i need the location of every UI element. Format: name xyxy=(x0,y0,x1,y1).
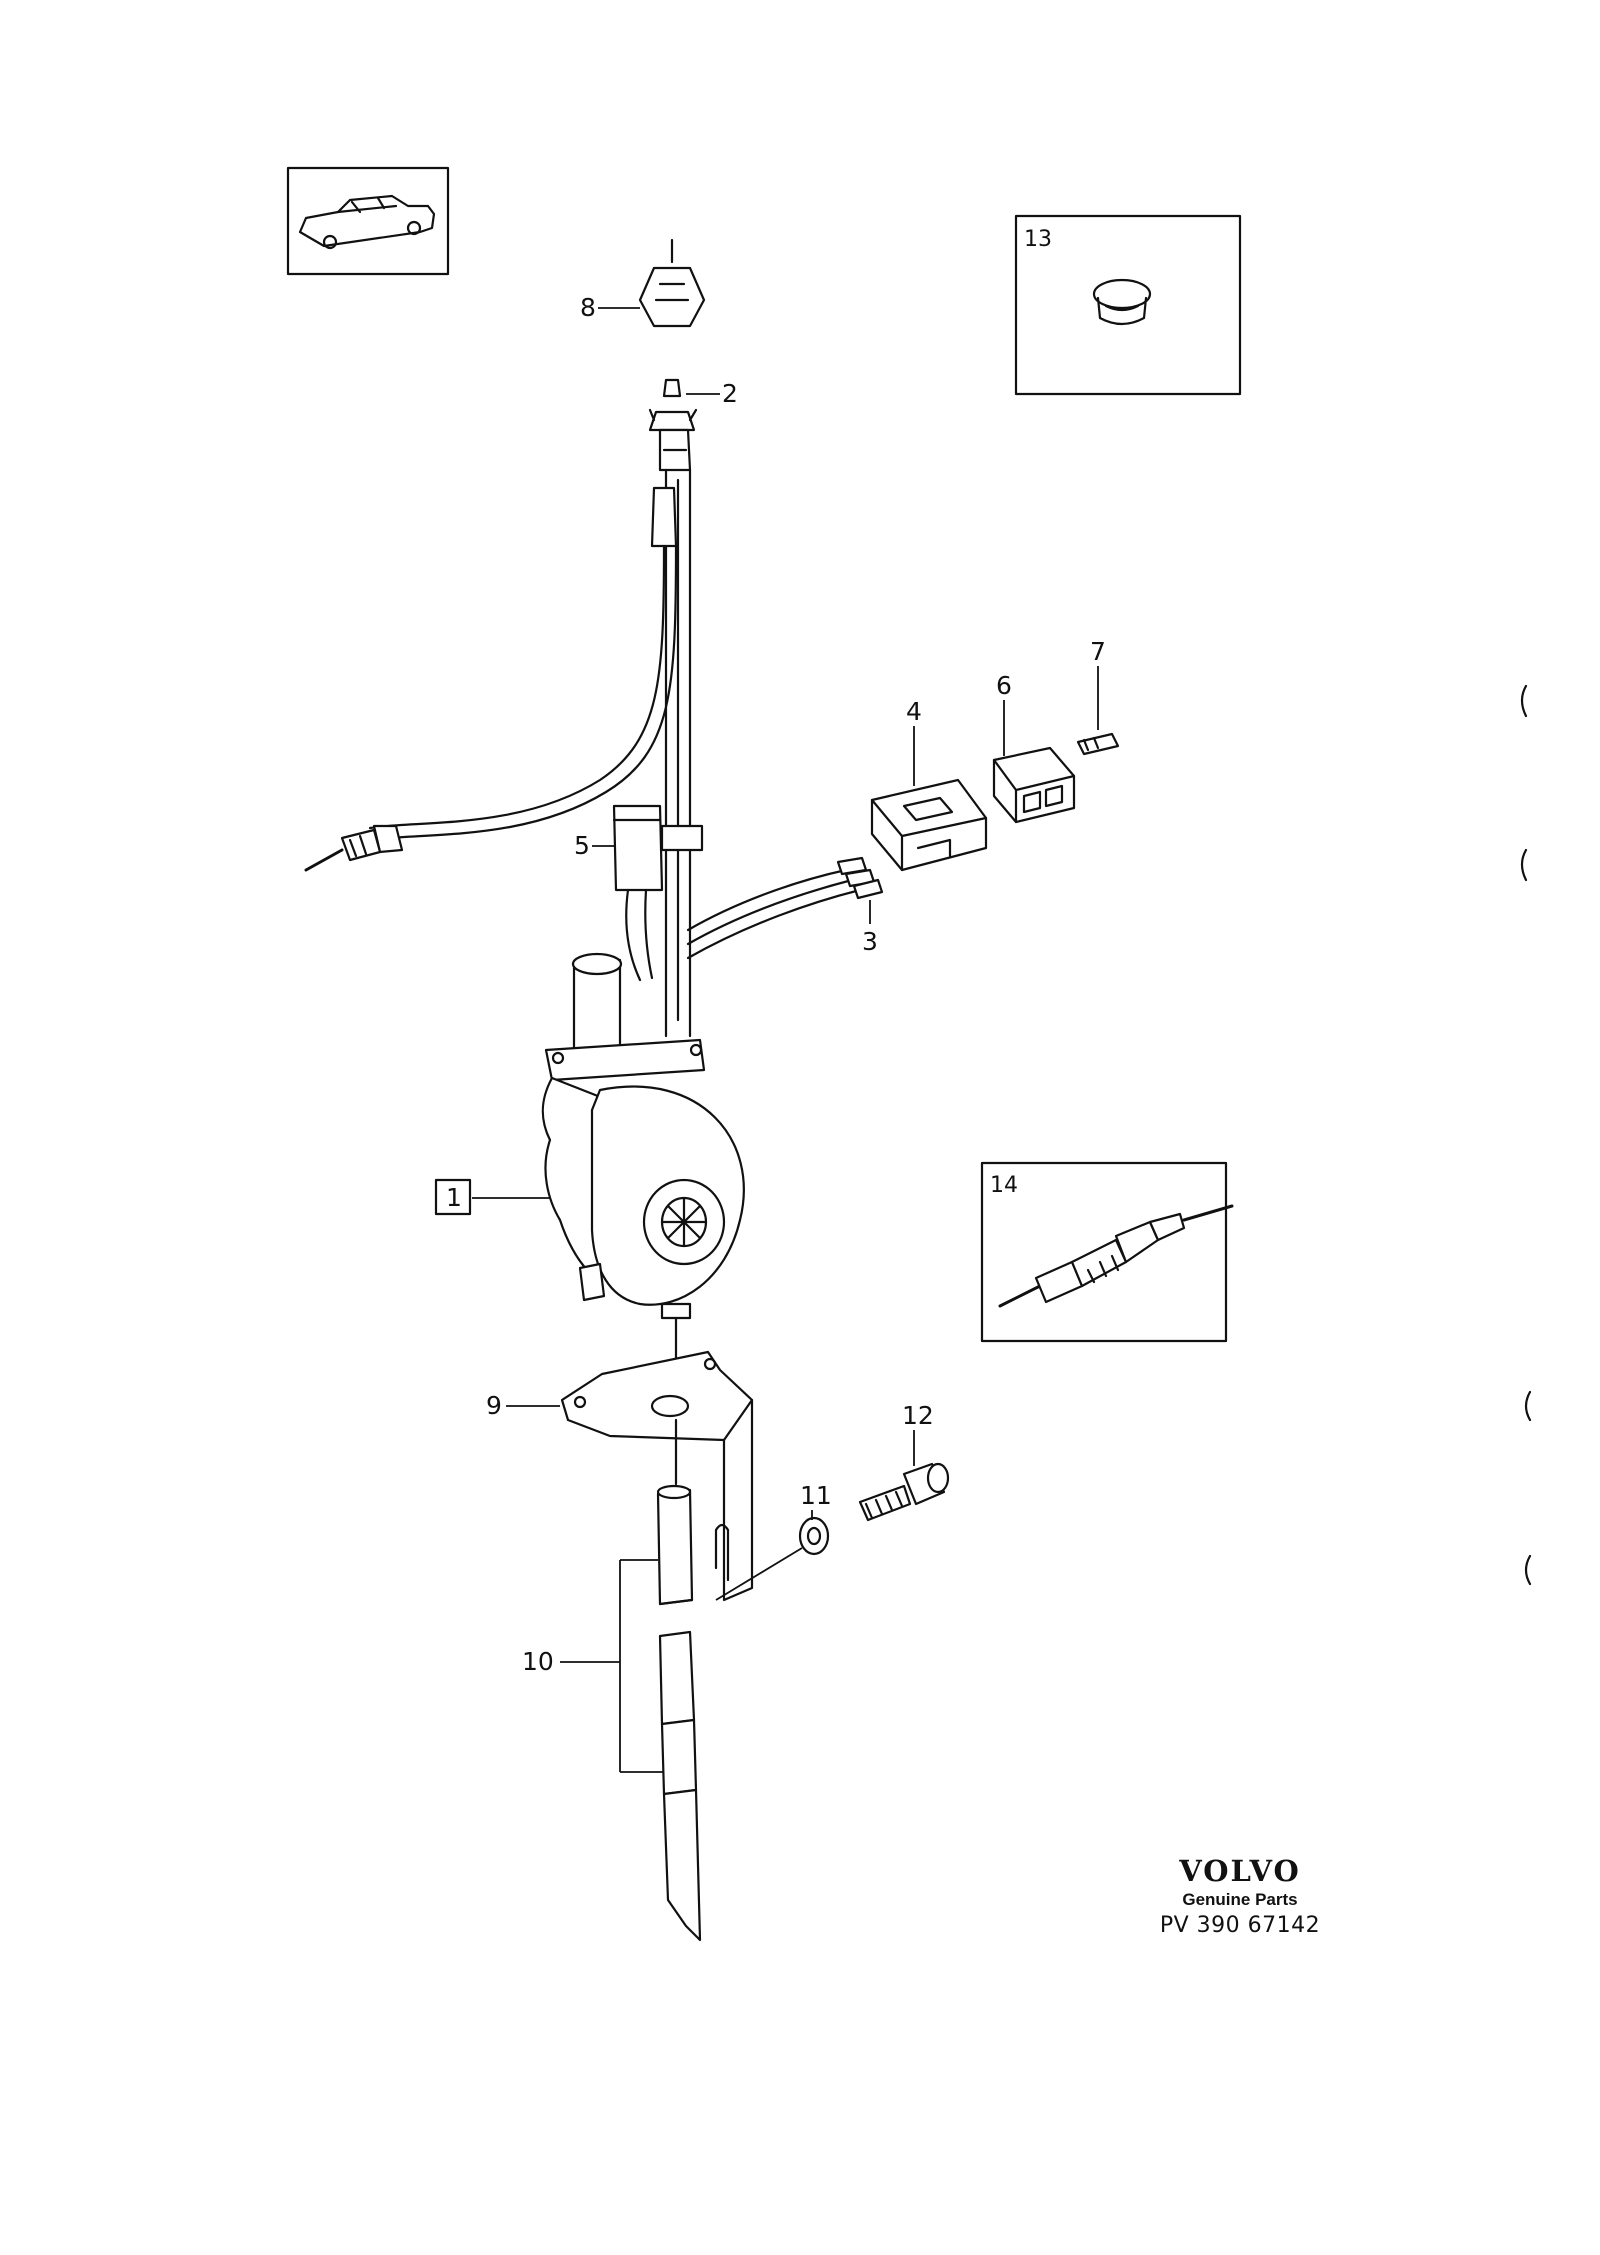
vehicle-model-box xyxy=(286,166,450,276)
part-9-mounting-bracket xyxy=(560,1316,754,1602)
part-6-label: 6 xyxy=(996,671,1012,700)
car-sedan-icon xyxy=(298,194,436,250)
antenna-mast xyxy=(658,428,692,1038)
part-4-label: 4 xyxy=(906,697,922,726)
part-6-connector xyxy=(992,746,1076,824)
part-11-washer xyxy=(798,1516,830,1556)
part-7-terminal xyxy=(1076,732,1120,756)
part-12-label: 12 xyxy=(902,1401,934,1430)
genuine-parts-label: Genuine Parts xyxy=(1182,1890,1298,1909)
part-13-label: 13 xyxy=(1024,227,1052,252)
coax-cable xyxy=(304,486,678,872)
brand-block: VOLVO Genuine Parts PV 390 67142 xyxy=(1150,1854,1330,1940)
volvo-logo: VOLVO xyxy=(1179,1854,1301,1888)
callout-labels: 1 2 3 4 5 6 7 8 9 10 11 12 xyxy=(434,293,1106,1676)
part-10-drain-tube xyxy=(656,1418,702,1942)
rubber-plug-icon xyxy=(1092,278,1152,326)
part-1-antenna-motor xyxy=(541,952,745,1320)
part-3-wire-harness xyxy=(686,856,884,960)
part-3-label: 3 xyxy=(862,927,878,956)
part-14-box: 14 xyxy=(980,1161,1234,1343)
part-1-label: 1 xyxy=(446,1183,462,1212)
part-14-label: 14 xyxy=(990,1173,1018,1198)
antenna-extension-connector-icon xyxy=(998,1204,1234,1308)
part-13-box: 13 xyxy=(1014,214,1242,396)
part-2-antenna-tip xyxy=(648,378,698,442)
part-8-nut xyxy=(638,238,706,328)
part-2-label: 2 xyxy=(722,379,738,408)
part-1-label-box xyxy=(434,1178,472,1216)
part-7-label: 7 xyxy=(1090,637,1106,666)
diagram-code: PV 390 67142 xyxy=(1159,1913,1321,1938)
part-12-screw xyxy=(858,1462,950,1522)
part-10-label: 10 xyxy=(522,1647,554,1676)
scan-margin-marks xyxy=(1520,684,1532,1586)
part-11-label: 11 xyxy=(800,1481,832,1510)
part-5-label: 5 xyxy=(574,831,590,860)
part-8-label: 8 xyxy=(580,293,596,322)
part-4-connector-housing xyxy=(870,778,988,872)
leader-lines xyxy=(472,307,1099,1773)
part-5-relay xyxy=(612,804,704,982)
part-9-label: 9 xyxy=(486,1391,502,1420)
